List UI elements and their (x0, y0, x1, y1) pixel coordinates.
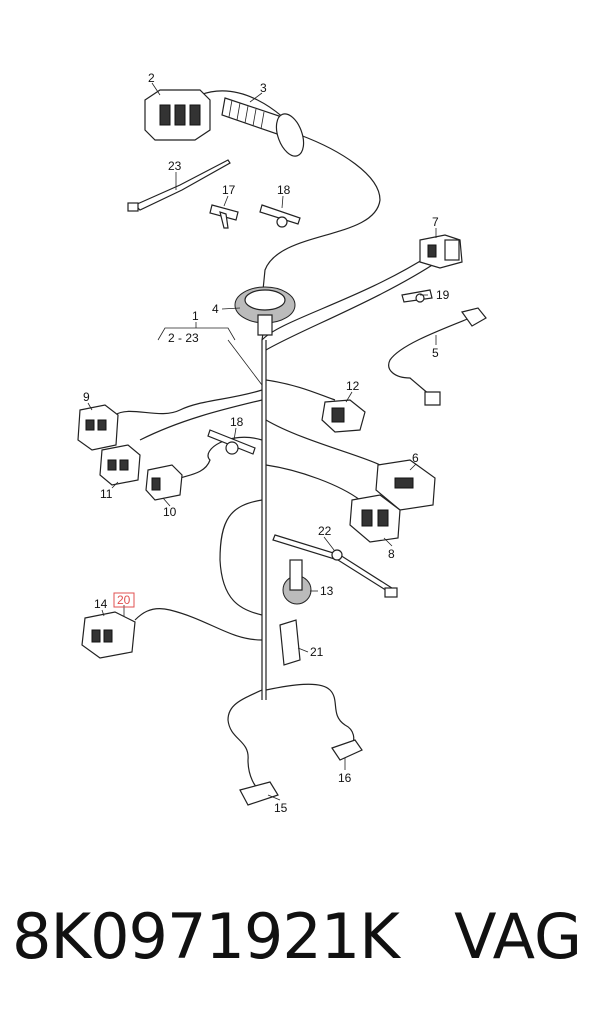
part-number-label: 8K0971921K (12, 900, 400, 973)
callout-19: 19 (436, 288, 450, 302)
callout-8: 8 (388, 547, 395, 561)
part-18-clip-top (259, 204, 301, 228)
part-7-connector (419, 234, 463, 269)
part-5-sensor (388, 307, 487, 406)
callout-18-mid: 18 (230, 415, 244, 429)
part-13-grommet (282, 559, 312, 605)
part-18-clip-mid (207, 429, 256, 455)
callout-10: 10 (163, 505, 177, 519)
callout-13: 13 (320, 584, 334, 598)
leader-lines (87, 82, 437, 801)
part-23-cable-tie (127, 159, 231, 212)
part-9-connector (77, 404, 119, 451)
part-19-clip (401, 289, 433, 303)
callout-15: 15 (274, 801, 288, 815)
part-16-sensor (331, 739, 363, 761)
callout-12: 12 (346, 379, 360, 393)
part-17-clip (209, 204, 239, 229)
callout-16: 16 (338, 771, 352, 785)
callout-9: 9 (83, 390, 90, 404)
part-6-connector (375, 459, 436, 511)
part-14-connector (81, 611, 136, 659)
callout-7: 7 (432, 215, 439, 229)
part-3-sleeve (221, 97, 305, 157)
callout-labels: 2 3 23 17 18 4 1 2 - 23 7 19 5 12 9 18 6… (83, 71, 450, 815)
wiring-harness-diagram: 2 3 23 17 18 4 1 2 - 23 7 19 5 12 9 18 6… (77, 71, 487, 815)
callout-1: 1 (192, 309, 199, 323)
part-4-grommet (234, 286, 296, 336)
callout-14: 14 (94, 597, 108, 611)
callout-22: 22 (318, 524, 332, 538)
harness-wires (114, 90, 441, 791)
part-2-connector (144, 89, 211, 141)
part-21-bracket (279, 619, 301, 666)
part-10-connector (145, 464, 183, 501)
part-22-cable-tie (272, 534, 398, 598)
part-11-connector (99, 444, 141, 486)
callout-1-range: 2 - 23 (168, 331, 199, 345)
part-12-connector (321, 399, 366, 433)
callout-4: 4 (212, 302, 219, 316)
callout-11: 11 (100, 487, 113, 501)
callout-6: 6 (412, 451, 419, 465)
callout-20: 20 (117, 593, 131, 607)
part-15-connector (239, 781, 279, 806)
callout-5: 5 (432, 346, 439, 360)
callout-20-highlight (113, 592, 135, 608)
callout-17: 17 (222, 183, 236, 197)
callout-18-top: 18 (277, 183, 291, 197)
brand-label: VAG (454, 900, 582, 973)
callout-2: 2 (148, 71, 155, 85)
part-8-connector (349, 494, 401, 543)
callout-21: 21 (310, 645, 324, 659)
callout-23: 23 (168, 159, 182, 173)
callout-3: 3 (260, 81, 267, 95)
